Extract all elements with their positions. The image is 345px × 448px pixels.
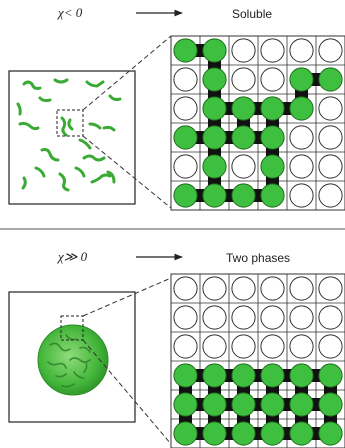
polymer-segment	[260, 363, 285, 388]
solvent-site	[289, 276, 314, 301]
polymer-segment	[202, 125, 227, 150]
polymer-segment	[289, 421, 314, 446]
polymer-segment	[289, 96, 314, 121]
polymer-segment	[173, 125, 198, 150]
polymer-segment	[202, 421, 227, 446]
polymer-segment	[173, 38, 198, 63]
polymer-segment	[231, 96, 256, 121]
polymer-segment	[231, 392, 256, 417]
solvent-site	[173, 334, 198, 359]
solvent-site	[289, 154, 314, 179]
polymer-segment	[202, 96, 227, 121]
solvent-site	[231, 276, 256, 301]
polymer-segment	[202, 183, 227, 208]
solvent-site	[231, 154, 256, 179]
bottom-condition-label: χ≫ 0	[58, 249, 88, 264]
polymer-segment	[318, 67, 343, 92]
bottom-zoom-region	[60, 315, 84, 341]
solvent-site	[202, 276, 227, 301]
solvent-site	[231, 334, 256, 359]
bottom-lattice	[170, 273, 345, 448]
solvent-site	[173, 305, 198, 330]
solvent-site	[289, 305, 314, 330]
polymer-segment	[260, 154, 285, 179]
polymer-segment	[289, 67, 314, 92]
polymer-segment	[289, 363, 314, 388]
top-result-label: Soluble	[232, 7, 273, 21]
polymer-segment	[173, 421, 198, 446]
polymer-segment	[318, 392, 343, 417]
polymer-segment	[260, 183, 285, 208]
solvent-site	[173, 154, 198, 179]
solvent-site	[231, 305, 256, 330]
solvent-site	[289, 334, 314, 359]
polymer-segment	[318, 421, 343, 446]
solvent-site	[318, 183, 343, 208]
solvent-site	[260, 305, 285, 330]
solvent-site	[289, 38, 314, 63]
polymer-segment	[202, 363, 227, 388]
solvent-site	[289, 125, 314, 150]
solvent-site	[318, 305, 343, 330]
solvent-site	[318, 96, 343, 121]
polymer-segment	[202, 38, 227, 63]
polymer-segment	[202, 154, 227, 179]
polymer-segment	[173, 392, 198, 417]
solvent-site	[318, 334, 343, 359]
solvent-site	[173, 67, 198, 92]
solvent-site	[318, 276, 343, 301]
polymer-segment	[202, 67, 227, 92]
solvent-site	[231, 67, 256, 92]
polymer-segment	[231, 421, 256, 446]
solvent-site	[202, 305, 227, 330]
bottom-zoom-line-lower	[82, 339, 172, 445]
top-zoom-region	[56, 109, 84, 137]
solvent-site	[173, 96, 198, 121]
bottom-result-label: Two phases	[226, 251, 291, 265]
solvent-site	[231, 38, 256, 63]
top-zoom-line-lower	[82, 135, 172, 209]
solvent-site	[202, 334, 227, 359]
solvent-site	[318, 154, 343, 179]
top-solution-box	[8, 70, 136, 205]
polymer-segment	[231, 183, 256, 208]
solvent-site	[318, 38, 343, 63]
polymer-segment	[173, 183, 198, 208]
droplet-chain-texture	[47, 334, 91, 388]
polymer-segment	[260, 421, 285, 446]
solvent-site	[260, 38, 285, 63]
polymer-segment	[231, 363, 256, 388]
solvent-site	[289, 183, 314, 208]
solvent-site	[173, 276, 198, 301]
polymer-segment	[289, 392, 314, 417]
dispersed-polymer-chains	[16, 78, 122, 192]
polymer-segment	[260, 392, 285, 417]
polymer-segment	[318, 363, 343, 388]
top-condition-label: χ< 0	[58, 5, 83, 20]
polymer-segment	[231, 125, 256, 150]
polymer-droplet	[37, 324, 109, 396]
solvent-site	[318, 125, 343, 150]
solvent-site	[260, 67, 285, 92]
polymer-segment	[202, 392, 227, 417]
polymer-segment	[260, 125, 285, 150]
solvent-site	[260, 334, 285, 359]
top-zoom-line-upper	[82, 35, 172, 111]
polymer-segment	[173, 363, 198, 388]
top-lattice	[170, 35, 345, 211]
solvent-site	[260, 276, 285, 301]
polymer-segment	[260, 96, 285, 121]
